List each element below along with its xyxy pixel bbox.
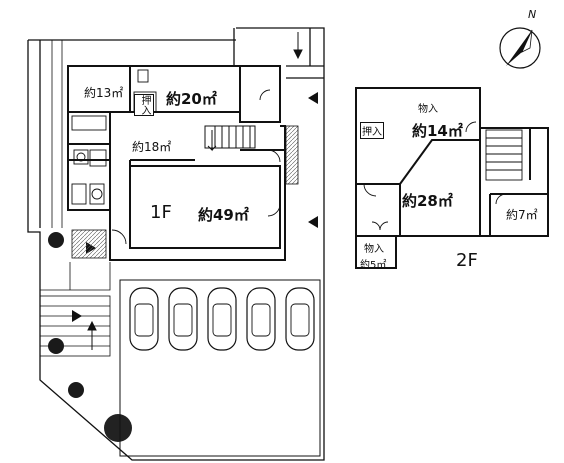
entry-tile xyxy=(71,229,107,259)
north-arrow-1 xyxy=(293,32,303,60)
floor2-stairs xyxy=(485,129,523,181)
parking-area xyxy=(119,279,321,457)
compass-north-label: N xyxy=(528,8,537,21)
floor2-storage2-label: 物入 xyxy=(364,244,384,255)
parked-car xyxy=(207,287,237,351)
floor1-stairs xyxy=(204,125,256,152)
compass xyxy=(499,27,541,69)
floor2-room-b-label: 約28㎡ xyxy=(402,192,453,210)
floor1-doors xyxy=(111,89,281,245)
floor2-label: 2F xyxy=(456,250,478,271)
floor2-closet-label: 押入 xyxy=(360,122,384,139)
floor1-closet-label: 押入 xyxy=(134,94,154,116)
floor2-doors xyxy=(363,121,507,231)
floor1-room-a-label: 約13㎡ xyxy=(84,86,124,100)
floor1-room-d-label: 約49㎡ xyxy=(198,206,249,224)
floor2-walls xyxy=(355,87,549,269)
parked-car xyxy=(285,287,315,351)
parked-car xyxy=(168,287,198,351)
floor1-hatch-panel xyxy=(285,125,299,185)
floor2-storage-small-label: 約5㎡ xyxy=(360,260,387,271)
floor2-room-a-label: 約14㎡ xyxy=(412,122,463,140)
front-steps xyxy=(39,262,111,357)
parked-car xyxy=(129,287,159,351)
floor2-storage-label: 物入 xyxy=(418,104,438,115)
floor2-room-c-label: 約7㎡ xyxy=(506,208,538,222)
parking-cars xyxy=(129,287,315,351)
left-fence xyxy=(51,40,63,228)
floor1-walls xyxy=(67,65,286,261)
shrubs xyxy=(48,232,132,442)
site-boundary xyxy=(27,27,325,461)
floor1-room-c-label: 約18㎡ xyxy=(132,140,172,154)
parked-car xyxy=(246,287,276,351)
floor1-label: 1F xyxy=(150,202,172,223)
floor1-room-b-label: 約20㎡ xyxy=(166,90,217,108)
